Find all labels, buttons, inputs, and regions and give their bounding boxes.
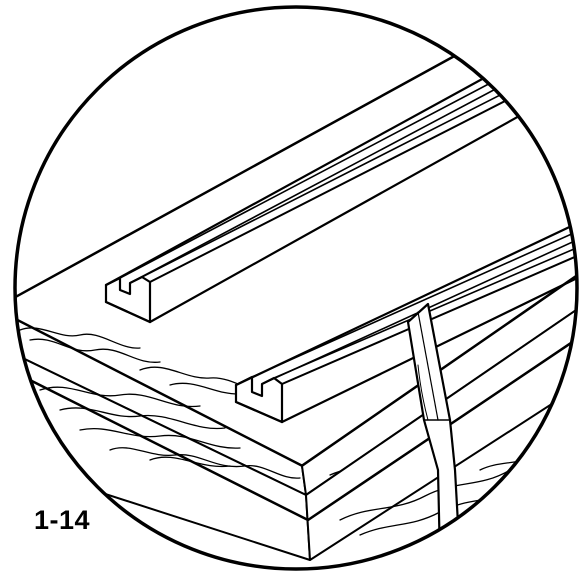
upper-molding-strip bbox=[104, 70, 532, 324]
figure-label: 1-14 bbox=[34, 505, 91, 535]
magnifier-circle bbox=[13, 5, 579, 571]
board-back-edge bbox=[15, 40, 482, 302]
lower-board bbox=[15, 279, 577, 561]
magnified-view bbox=[15, 40, 577, 562]
